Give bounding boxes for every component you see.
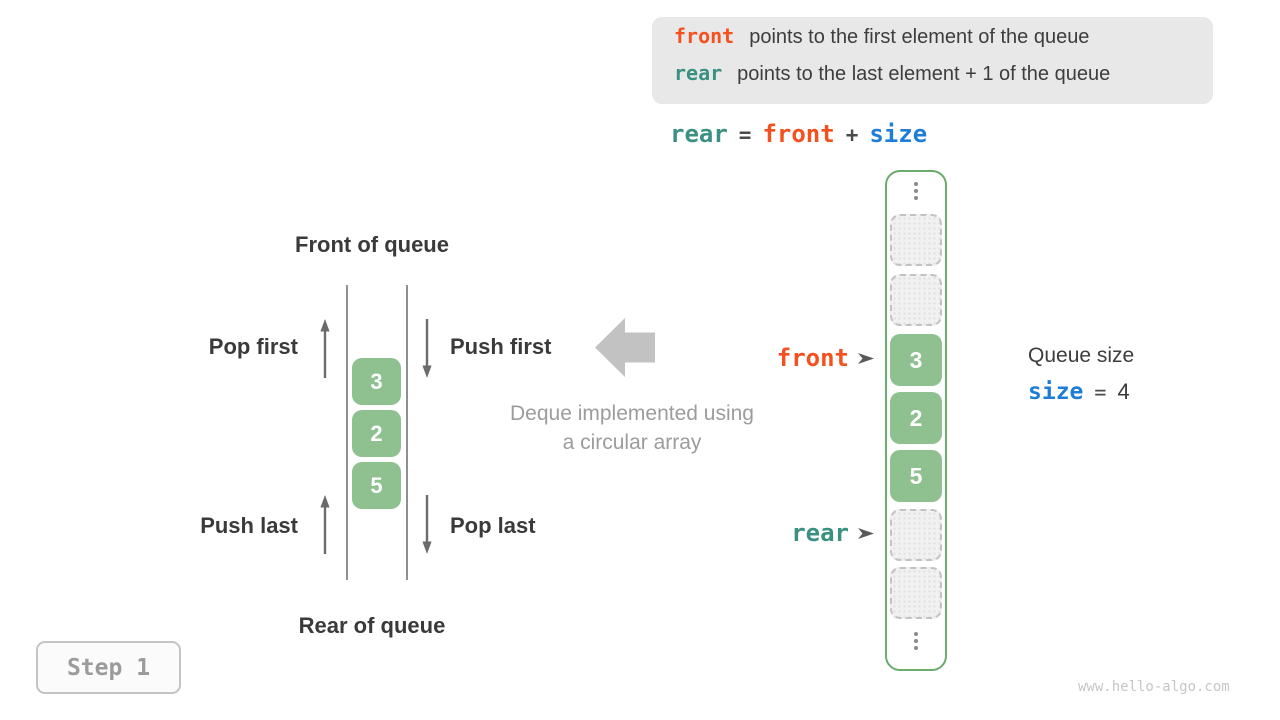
array-cell: 5 — [890, 450, 942, 502]
up-arrow-icon — [320, 495, 330, 554]
array-cell-value: 5 — [909, 462, 923, 489]
watermark: www.hello-algo.com — [1078, 679, 1230, 695]
queue-rail-left — [346, 285, 348, 580]
legend-line-rear: rear points to the last element + 1 of t… — [674, 61, 1213, 98]
rear-pointer: rear — [690, 519, 874, 547]
queue-cell-value: 5 — [370, 472, 383, 498]
push-last-label: Push last — [200, 513, 298, 538]
array-cell-empty — [890, 509, 942, 561]
rear-code-label: rear — [674, 61, 723, 85]
formula-plus: + — [845, 123, 859, 147]
pointer-arrow-icon — [858, 352, 874, 364]
queue-size-title: Queue size — [1028, 344, 1135, 367]
array-cell-empty — [890, 274, 942, 326]
caption-line-2: a circular array — [562, 431, 702, 454]
array-cell-empty — [890, 567, 942, 619]
figure-caption: Deque implemented using a circular array — [472, 399, 792, 457]
rear-pointer-label: rear — [791, 519, 849, 547]
queue-cell-value: 2 — [370, 420, 383, 446]
left-block-arrow-icon — [595, 318, 655, 377]
circular-array: 3 2 5 — [885, 170, 947, 671]
array-cell: 3 — [890, 334, 942, 386]
pointer-arrow-icon — [858, 527, 874, 539]
array-cell-empty — [890, 214, 942, 266]
formula-size: size — [869, 120, 928, 148]
queue-size-value-line: size = 4 — [1028, 379, 1130, 405]
rear-formula: rear = front + size — [670, 120, 927, 148]
array-cell: 2 — [890, 392, 942, 444]
rear-of-queue-title: Rear of queue — [298, 613, 446, 638]
pop-first-label: Pop first — [208, 334, 298, 359]
size-var-label: size — [1028, 379, 1084, 405]
front-description: points to the first element of the queue — [749, 26, 1090, 48]
rear-description: points to the last element + 1 of the qu… — [737, 63, 1111, 85]
pop-last-label: Pop last — [450, 513, 536, 538]
front-code-label: front — [674, 24, 735, 48]
array-cell-value: 2 — [909, 404, 923, 431]
front-pointer: front — [690, 344, 874, 372]
queue-rail-right — [406, 285, 408, 580]
down-arrow-icon — [422, 495, 432, 554]
up-arrow-icon — [320, 319, 330, 378]
queue-cell: 5 — [352, 462, 401, 509]
caption-line-1: Deque implemented using — [510, 402, 754, 425]
size-value: 4 — [1117, 379, 1130, 404]
ellipsis-top-icon — [887, 182, 945, 200]
legend-line-front: front points to the first element of the… — [674, 24, 1213, 61]
ellipsis-bottom-icon — [887, 632, 945, 650]
queue-cell-value: 3 — [370, 368, 383, 394]
queue-cell: 3 — [352, 358, 401, 405]
size-equals: = — [1094, 380, 1107, 404]
down-arrow-icon — [422, 319, 432, 378]
formula-front: front — [762, 120, 835, 148]
push-first-label: Push first — [450, 334, 552, 359]
step-badge: Step 1 — [36, 641, 181, 694]
front-of-queue-title: Front of queue — [295, 232, 449, 257]
formula-rear: rear — [670, 120, 728, 148]
queue-cell: 2 — [352, 410, 401, 457]
array-cell-value: 3 — [909, 346, 923, 373]
front-pointer-label: front — [776, 344, 849, 372]
formula-equals: = — [738, 123, 752, 147]
pointer-legend-box: front points to the first element of the… — [652, 17, 1213, 104]
